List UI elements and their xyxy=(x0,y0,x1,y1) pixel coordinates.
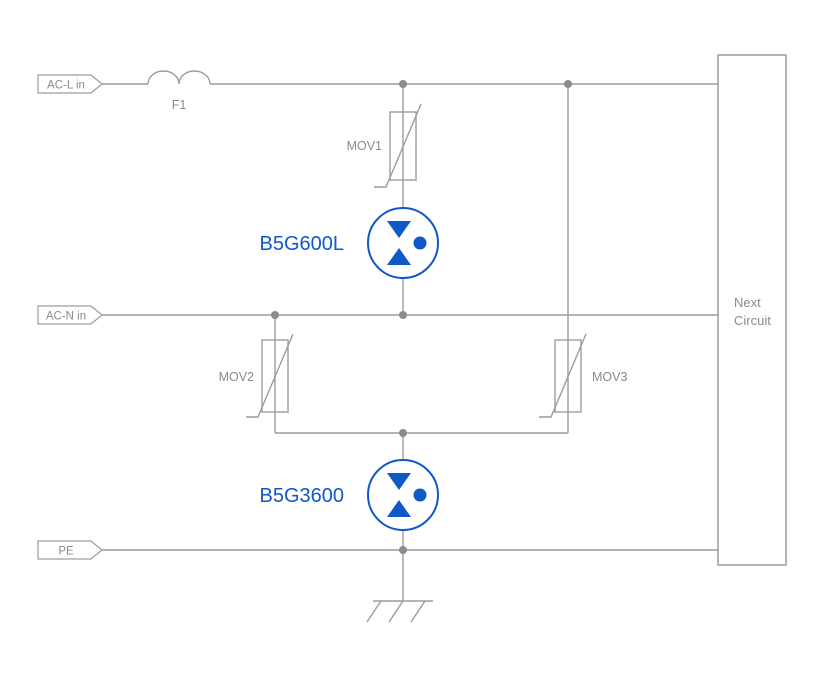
varistor-label-mov1: MOV1 xyxy=(347,139,382,153)
terminal-ac-l: AC-L in xyxy=(37,74,103,94)
varistor-strike xyxy=(246,333,294,418)
terminal-tag-shape xyxy=(37,74,103,94)
varistor-mov2: MOV2 xyxy=(219,333,294,418)
junction-dot xyxy=(564,80,572,88)
junction-dot xyxy=(399,429,407,437)
junction-dot xyxy=(399,546,407,554)
varistor-strike xyxy=(374,103,422,188)
earth-ground-icon xyxy=(366,600,433,623)
down-triangle-icon xyxy=(387,221,411,238)
up-triangle-icon xyxy=(387,248,411,265)
ground-strokes xyxy=(366,600,433,623)
terminal-tag-shape xyxy=(37,540,103,560)
next-circuit-label-line1: Next xyxy=(734,295,761,310)
gdt-circle xyxy=(367,459,439,531)
varistor-body xyxy=(554,339,582,413)
terminal-tag-shape xyxy=(37,305,103,325)
fuse-f1: F1 xyxy=(147,70,211,112)
terminal-label-ac-n: AC-N in xyxy=(46,311,86,323)
gdt-circle xyxy=(367,207,439,279)
next-circuit-box: Next Circuit xyxy=(717,54,787,566)
varistor-label-mov2: MOV2 xyxy=(219,370,254,384)
up-triangle-icon xyxy=(387,500,411,517)
electrode-dot-icon xyxy=(413,488,427,502)
varistor-mov1: MOV1 xyxy=(347,103,422,188)
terminal-ac-n: AC-N in xyxy=(37,305,103,325)
fuse-label: F1 xyxy=(172,98,187,112)
junction-dot xyxy=(399,80,407,88)
varistor-label-mov3: MOV3 xyxy=(592,370,627,384)
down-triangle-icon xyxy=(387,473,411,490)
gdt-label-b5g600l: B5G600L xyxy=(259,233,344,255)
terminal-label-ac-l: AC-L in xyxy=(47,80,85,92)
gdt-b5g3600: B5G3600 xyxy=(259,459,439,531)
junction-dot xyxy=(399,311,407,319)
terminal-label-pe: PE xyxy=(58,546,74,558)
varistor-body xyxy=(389,111,417,181)
terminal-pe: PE xyxy=(37,540,103,560)
electrode-dot-icon xyxy=(413,236,427,250)
fuse-icon xyxy=(147,70,211,85)
gdt-label-b5g3600: B5G3600 xyxy=(259,485,344,507)
varistor-strike xyxy=(539,333,587,418)
next-circuit-rect xyxy=(717,54,787,566)
varistor-mov3: MOV3 xyxy=(539,333,627,418)
junction-dots xyxy=(271,80,572,554)
junction-dot xyxy=(271,311,279,319)
gdt-b5g600l: B5G600L xyxy=(259,207,439,279)
varistor-body xyxy=(261,339,289,413)
next-circuit-label-line2: Circuit xyxy=(734,313,771,328)
